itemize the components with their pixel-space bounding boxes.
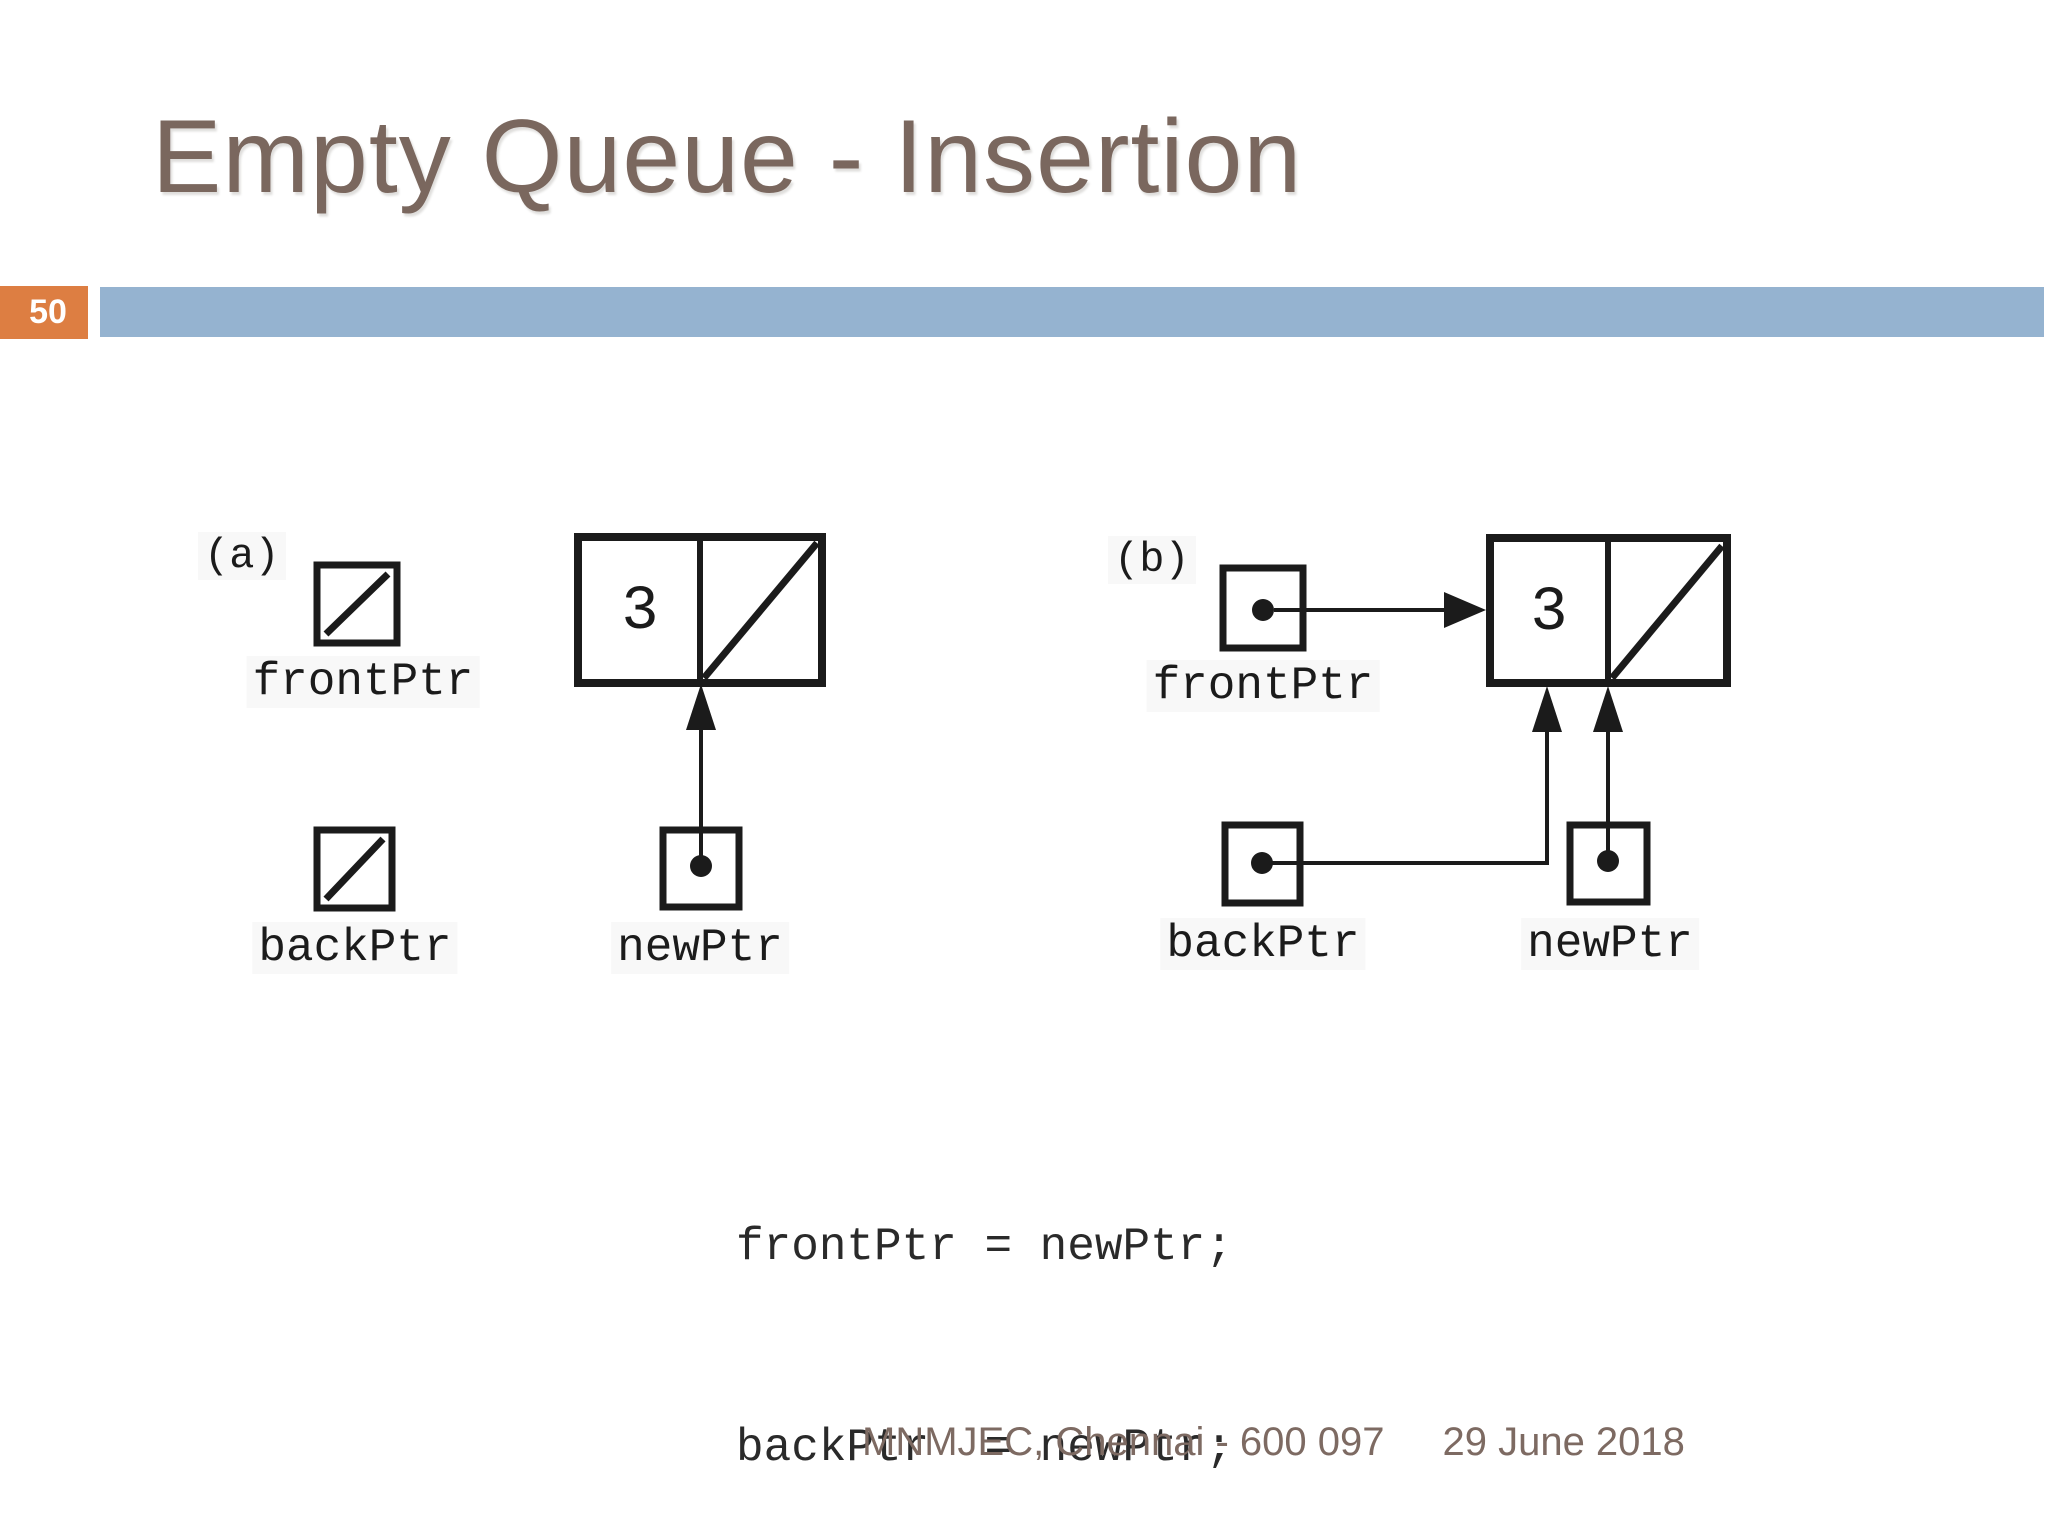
- panel-a-tag: (a): [198, 532, 286, 580]
- b-newptr-label: newPtr: [1521, 918, 1699, 970]
- b-backptr-arrowhead: [1532, 686, 1562, 732]
- page-number-badge: 50: [0, 286, 88, 339]
- slide-title: Empty Queue - Insertion: [152, 99, 1303, 215]
- footer-location: MNMJEC, Chennai - 600 097: [862, 1420, 1385, 1464]
- a-backptr-null-box: [313, 826, 396, 912]
- b-backptr-arrow-stem: [1262, 700, 1549, 865]
- a-node-next-null-diagonal: [701, 540, 820, 681]
- b-frontptr-arrowhead: [1444, 592, 1486, 628]
- a-node-value: 3: [621, 576, 659, 647]
- b-frontptr-dot: [1252, 599, 1274, 621]
- a-newptr-arrowhead: [686, 684, 716, 730]
- code-block: frontPtr = newPtr; backPtr = newPtr;: [736, 1080, 1233, 1536]
- a-frontptr-null-box: [313, 561, 401, 647]
- b-node-value: 3: [1530, 577, 1568, 648]
- a-frontptr-null-diagonal: [323, 571, 391, 637]
- footer-date: 29 June 2018: [1442, 1420, 1685, 1464]
- b-frontptr-label: frontPtr: [1146, 660, 1380, 712]
- page-number: 50: [29, 293, 67, 331]
- footer: MNMJEC, Chennai - 600 097 29 June 2018: [862, 1420, 1685, 1465]
- header-accent-bar: [100, 287, 2044, 337]
- panel-b-tag: (b): [1108, 536, 1196, 584]
- a-backptr-null-diagonal: [323, 836, 386, 902]
- b-node-next-null-diagonal: [1609, 543, 1725, 681]
- a-backptr-label: backPtr: [252, 922, 458, 974]
- b-newptr-arrowhead: [1593, 686, 1623, 732]
- b-backptr-label: backPtr: [1160, 918, 1366, 970]
- code-line-2: backPtr = newPtr;: [736, 1422, 1233, 1474]
- a-newptr-label: newPtr: [611, 922, 789, 974]
- a-frontptr-label: frontPtr: [246, 656, 480, 708]
- code-line-1: frontPtr = newPtr;: [736, 1221, 1233, 1273]
